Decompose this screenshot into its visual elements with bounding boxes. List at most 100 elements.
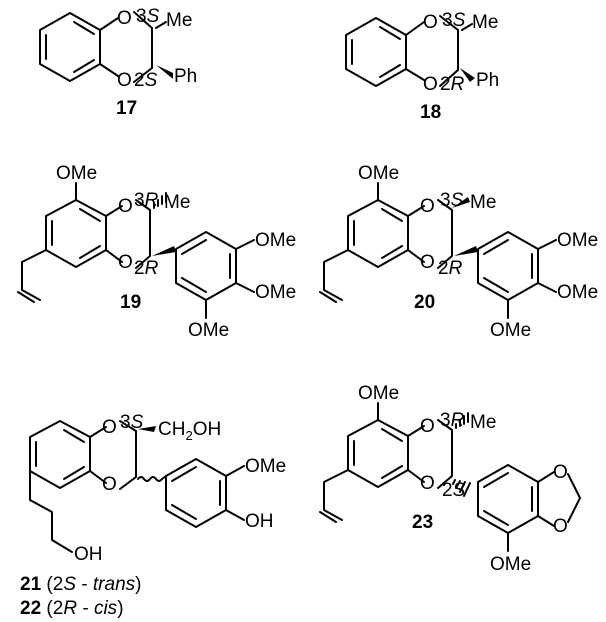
benzene-ring: [347, 419, 409, 488]
wedge-bond-aryl: [152, 246, 176, 256]
stereo-2: 2S: [134, 70, 158, 91]
compound-number-23: 23: [412, 512, 433, 533]
atom-ph: Ph: [476, 70, 499, 91]
structure-18: O O 3S Me 2R Ph 18: [345, 10, 499, 123]
caption-22: 22 (2R - cis): [20, 598, 124, 619]
benzene-ring: [39, 12, 101, 82]
aromatic-double-bonds: [353, 208, 403, 259]
atom-ome-3: OMe: [255, 230, 296, 251]
compound-number-17: 17: [116, 98, 137, 119]
dioxane-bonds: [89, 420, 137, 490]
atom-ome-top: OMe: [56, 163, 97, 184]
stereo-2: 2R: [438, 258, 463, 279]
atom-me: Me: [164, 192, 190, 213]
atom-oh-chain: OH: [74, 544, 103, 565]
atom-o-top: O: [118, 196, 133, 217]
aromatic-double-bonds: [45, 21, 95, 73]
structure-17: O O 3S Me 2S Ph 17: [39, 6, 197, 119]
atom-ome-3: OMe: [557, 230, 598, 251]
aryl-ome-bonds: [205, 239, 255, 319]
allyl-chain: [319, 469, 349, 523]
stereo-3: 3S: [136, 6, 160, 27]
atom-ome: OMe: [245, 456, 286, 477]
stereo-3: 3S: [440, 190, 464, 211]
atom-o-bottom: O: [102, 474, 117, 495]
stereo-2: 2R: [134, 258, 159, 279]
methylenedioxy-bridge: [537, 471, 581, 527]
guaiacyl-ring: [165, 458, 227, 528]
atom-o-top: O: [420, 196, 435, 217]
atom-ome-5: OMe: [490, 320, 531, 341]
benzene-ring: [45, 199, 107, 268]
aromatic-double-bonds: [51, 208, 101, 259]
atom-me: Me: [472, 12, 498, 33]
atom-o-bottom: O: [420, 473, 435, 494]
benzene-ring: [345, 17, 407, 87]
wavy-bond: [137, 475, 167, 482]
atom-ch2oh: CH2OH: [158, 419, 221, 443]
stereo-3: 3R: [134, 190, 159, 211]
hashed-bond-me: [153, 192, 167, 209]
structure-19: OMe O O 3R Me 2R OMe OMe OMe 19: [17, 163, 296, 341]
propanol-chain: [29, 470, 73, 553]
trimethoxyphenyl-ring: [175, 231, 237, 301]
atom-me: Me: [470, 192, 496, 213]
atom-me: Me: [470, 412, 496, 433]
structure-23: OMe O O 3R Me 2S O O OMe 23: [319, 383, 581, 575]
aromatic-double-bonds: [35, 429, 85, 480]
compound-number-18: 18: [420, 102, 441, 123]
atom-ome-4: OMe: [255, 282, 296, 303]
stereo-3: 3S: [442, 10, 466, 31]
dioxane-bonds: [105, 199, 151, 269]
compound-number-20: 20: [414, 292, 435, 313]
benzene-ring: [347, 199, 409, 268]
trimethoxyphenyl-ring: [477, 231, 539, 301]
atom-o-bottom: O: [423, 74, 438, 95]
atom-o-bottom: O: [118, 252, 133, 273]
stereo-3: 3R: [440, 410, 465, 431]
wedge-bond-me: [452, 197, 470, 208]
hashed-bond-me: [455, 412, 469, 429]
dioxane-bonds: [99, 11, 167, 83]
stereo-3: 3S: [120, 412, 144, 433]
structure-20: OMe O O 3S Me 2R OMe OMe OMe 20: [319, 163, 598, 341]
atom-o-dioxole-bottom: O: [553, 516, 568, 537]
benzodioxole-ring: [477, 464, 539, 534]
atom-o-top: O: [423, 12, 438, 33]
atom-ome-aryl: OMe: [490, 554, 531, 575]
wedge-bond-aryl: [454, 246, 478, 256]
wedge-bond-ph: [460, 68, 475, 82]
aryl-ome-bonds: [507, 239, 557, 319]
stereo-2: 2R: [440, 74, 465, 95]
allyl-chain: [319, 249, 349, 303]
dioxane-bonds: [407, 419, 453, 489]
allyl-chain: [17, 249, 47, 303]
atom-me: Me: [166, 10, 192, 31]
atom-ph: Ph: [174, 66, 197, 87]
atom-ome-4: OMe: [557, 282, 598, 303]
wedge-bond-ch2oh: [138, 426, 156, 432]
structure-21-22: O O 3S CH2OH OMe OH OH 21 (2S - trans) 2…: [20, 412, 286, 619]
atom-ome-top: OMe: [358, 163, 399, 184]
atom-ome-5: OMe: [188, 320, 229, 341]
aryl-substituent-bonds: [225, 465, 245, 521]
atom-o-top: O: [420, 416, 435, 437]
hashed-bond-aryl: [452, 479, 471, 497]
benzene-ring: [29, 420, 91, 489]
compound-number-19: 19: [120, 292, 141, 313]
atom-o-top: O: [117, 8, 132, 29]
atom-o-bottom: O: [117, 70, 132, 91]
atom-oh-aryl: OH: [245, 511, 274, 532]
dioxane-bonds: [405, 15, 473, 87]
caption-21: 21 (2S - trans): [20, 574, 141, 595]
atom-ome-top: OMe: [358, 383, 399, 404]
atom-o-dioxole-top: O: [553, 462, 568, 483]
atom-o-bottom: O: [420, 252, 435, 273]
aromatic-double-bonds: [351, 26, 401, 78]
aromatic-double-bonds: [353, 428, 403, 479]
dioxane-bonds: [407, 199, 453, 269]
atom-o-top: O: [102, 417, 117, 438]
wedge-bond-ph: [156, 65, 173, 79]
stereo-2: 2S: [442, 480, 466, 501]
